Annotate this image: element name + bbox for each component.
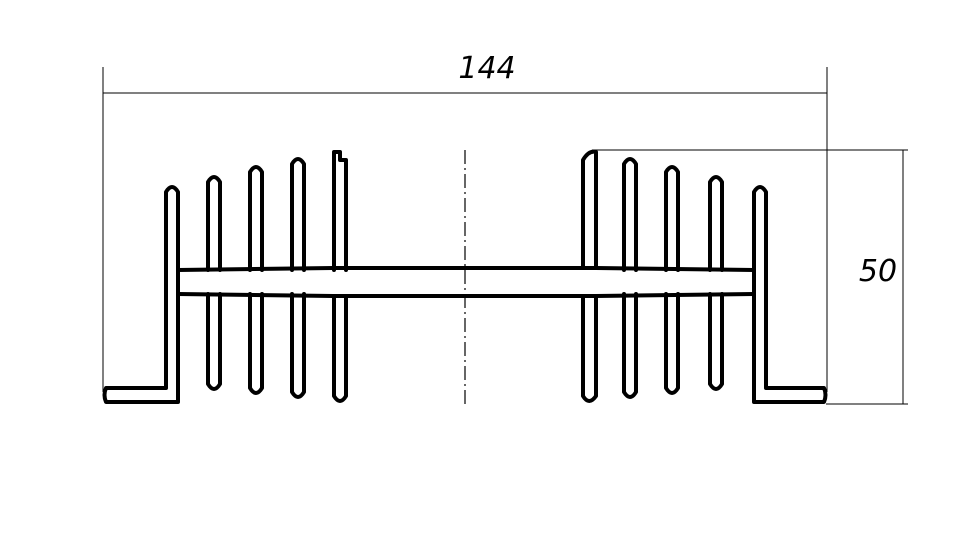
fin-left-lower-2: [248, 292, 264, 395]
fin-left-lower-1: [206, 292, 222, 391]
fin-left-lower-3: [290, 292, 306, 399]
fin-left-upper-3: [290, 157, 306, 272]
fin-right-upper-3: [664, 165, 680, 272]
fin-right-lower-2: [622, 292, 638, 399]
width-dimension: 144: [102, 51, 828, 392]
height-dimension: 50: [592, 149, 908, 405]
width-dimension-label: 144: [458, 51, 515, 86]
left-flange: [102, 185, 180, 404]
heatsink-profile: [102, 149, 828, 404]
fin-left-lower-4: [332, 294, 348, 403]
fin-right-lower-3: [664, 292, 680, 395]
fin-right-upper-4: [708, 175, 724, 272]
fin-right-upper-2: [622, 157, 638, 272]
fin-right-lower-1: [581, 294, 598, 403]
fin-left-upper-2: [248, 165, 264, 272]
fin-left-upper-4: [332, 150, 348, 272]
fin-right-upper-1: [581, 149, 598, 270]
height-dimension-label: 50: [859, 254, 897, 289]
fin-right-lower-4: [708, 292, 724, 391]
fin-left-upper-1: [206, 175, 222, 272]
right-flange: [752, 185, 828, 404]
